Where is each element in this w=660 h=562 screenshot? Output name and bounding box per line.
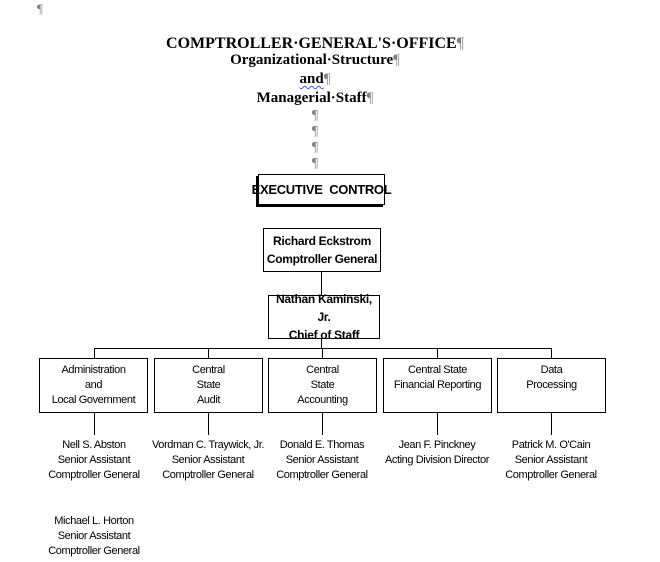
executive-control-label: EXECUTIVE CONTROL (251, 182, 392, 197)
division-label: Data (540, 364, 563, 376)
connector-line (321, 339, 322, 349)
staff-title: Senior Assistant (514, 454, 588, 466)
empty-paragraph: ¶ (311, 140, 319, 155)
staff-title: Senior Assistant (285, 454, 359, 466)
division-box-administration[interactable]: Administration and Local Government (39, 358, 148, 413)
title-line-staff: Managerial·Staff¶ (256, 90, 374, 106)
division-box-financial-reporting[interactable]: Central State Financial Reporting (383, 358, 492, 413)
staff-title: Comptroller General (48, 545, 140, 557)
staff-name: Nell S. Abston (62, 439, 126, 451)
head-title: Comptroller General (266, 252, 378, 266)
connector-line (322, 413, 323, 435)
division-label: Accounting (297, 394, 348, 406)
title-line-structure: Organizational·Structure¶ (230, 52, 400, 68)
staff-entry: Jean F. Pinckney Acting Division Directo… (367, 438, 507, 468)
staff-title: Acting Division Director (384, 454, 490, 466)
division-label: Local Government (51, 394, 136, 406)
division-label: Financial Reporting (393, 379, 482, 391)
division-label: Audit (196, 394, 221, 406)
staff-name: Vordman C. Traywick, Jr. (151, 439, 265, 451)
division-label: Central (306, 364, 339, 376)
connector-line (437, 413, 438, 435)
empty-paragraph: ¶ (311, 108, 319, 123)
staff-title: Senior Assistant (171, 454, 245, 466)
staff-title: Senior Assistant (57, 530, 131, 542)
staff-name: Michael L. Horton (54, 515, 134, 527)
division-box-audit[interactable]: Central State Audit (154, 358, 263, 413)
connector-line (321, 272, 322, 295)
division-label: and (84, 379, 103, 391)
chief-of-staff-box[interactable]: Nathan Kaminski, Jr. Chief of Staff (268, 292, 380, 342)
connector-line (437, 348, 438, 358)
staff-name: Patrick M. O'Cain (511, 439, 591, 451)
staff-entry: Nell S. Abston Senior Assistant Comptrol… (24, 438, 164, 483)
staff-title: Senior Assistant (57, 454, 131, 466)
paragraph-mark: ¶ (37, 1, 43, 16)
staff-name: Jean F. Pinckney (398, 439, 476, 451)
division-label: Processing (526, 379, 577, 391)
empty-paragraph: ¶ (311, 156, 319, 171)
chief-of-staff-title: Chief of Staff (288, 328, 360, 342)
staff-entry: Donald E. Thomas Senior Assistant Comptr… (252, 438, 392, 483)
connector-line (94, 413, 95, 435)
staff-title: Comptroller General (162, 469, 254, 481)
connector-line (322, 348, 323, 358)
staff-name: Donald E. Thomas (279, 439, 365, 451)
connector-line (208, 413, 209, 435)
spellcheck-flagged-word[interactable]: and (299, 71, 324, 87)
head-name: Richard Eckstrom (273, 234, 371, 248)
division-label: Administration (61, 364, 126, 376)
title-line-and: and¶ (299, 71, 331, 87)
connector-line (208, 348, 209, 358)
connector-line (551, 413, 552, 435)
executive-control-box[interactable]: EXECUTIVE CONTROL (252, 174, 392, 205)
chief-of-staff-name: Nathan Kaminski, Jr. (276, 292, 372, 324)
title-line-office: COMPTROLLER·GENERAL'S·OFFICE¶ (166, 35, 464, 52)
division-branch-line (94, 348, 552, 349)
staff-entry: Michael L. Horton Senior Assistant Compt… (24, 514, 164, 559)
staff-entry: Vordman C. Traywick, Jr. Senior Assistan… (138, 438, 278, 483)
empty-paragraph: ¶ (311, 124, 319, 139)
comptroller-general-box[interactable]: Richard Eckstrom Comptroller General (263, 228, 381, 272)
division-label: Central State (407, 364, 467, 376)
division-box-accounting[interactable]: Central State Accounting (268, 358, 377, 413)
division-label: State (196, 379, 221, 391)
staff-title: Comptroller General (276, 469, 368, 481)
division-box-data-processing[interactable]: Data Processing (497, 358, 606, 413)
division-label: State (310, 379, 335, 391)
division-label: Central (192, 364, 225, 376)
staff-entry: Patrick M. O'Cain Senior Assistant Compt… (481, 438, 621, 483)
connector-line (551, 348, 552, 358)
connector-line (94, 348, 95, 358)
staff-title: Comptroller General (505, 469, 597, 481)
staff-title: Comptroller General (48, 469, 140, 481)
